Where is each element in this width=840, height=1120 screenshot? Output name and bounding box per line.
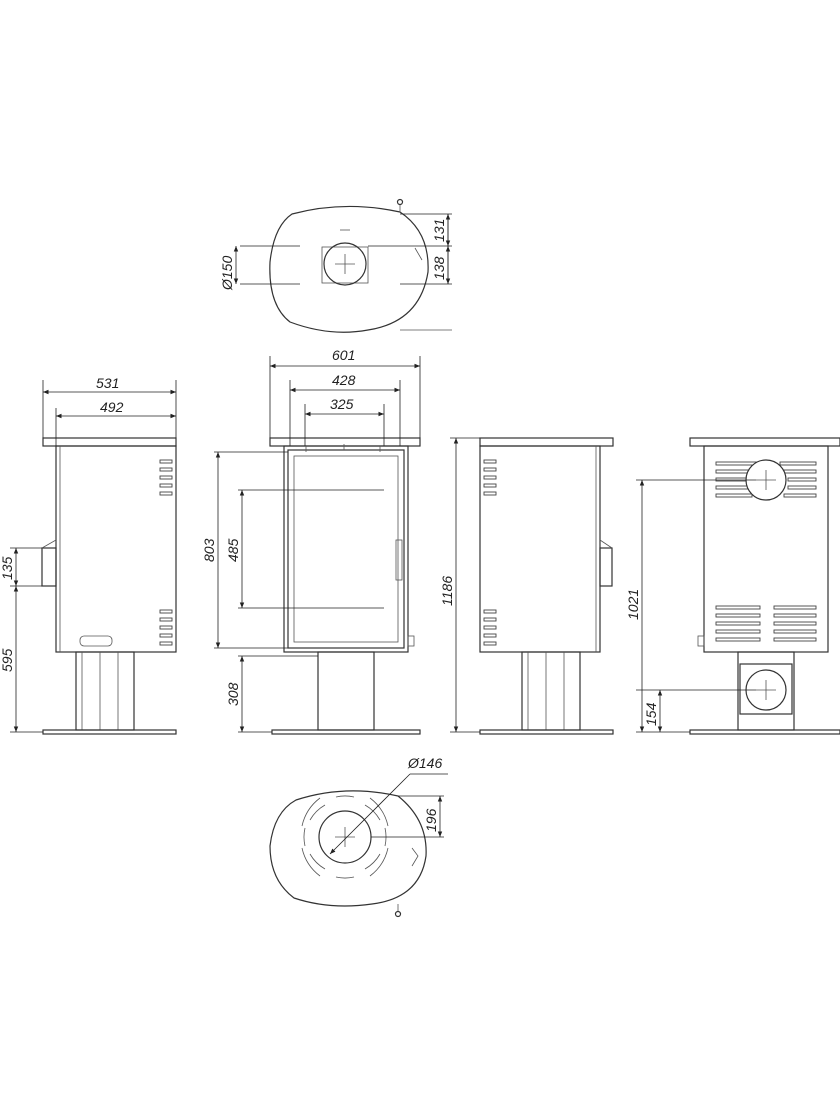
air-inlet-diameter-label: Ø146 bbox=[407, 755, 442, 771]
glass-width-label: 325 bbox=[330, 396, 354, 412]
top-view: Ø150 131 138 bbox=[219, 198, 452, 333]
handle-height-label: 135 bbox=[0, 556, 15, 580]
body-width-label: 492 bbox=[100, 399, 124, 415]
handle-elevation-label: 595 bbox=[0, 648, 15, 672]
pedestal-height-label: 308 bbox=[225, 682, 241, 706]
inlet-offset-label: 196 bbox=[423, 808, 439, 832]
outer-width-label: 531 bbox=[96, 375, 119, 391]
depth-rear-label: 131 bbox=[431, 219, 447, 242]
front-view: 601 428 325 803 485 308 bbox=[201, 347, 421, 735]
side-left-vents bbox=[159, 459, 173, 646]
glass-height-label: 485 bbox=[225, 538, 241, 562]
side-view-left: 531 492 135 595 bbox=[0, 375, 177, 735]
flue-height-label: 1021 bbox=[625, 589, 641, 620]
rear-vents-bottom bbox=[715, 605, 817, 642]
door-height-label: 803 bbox=[201, 538, 217, 562]
door-width-label: 428 bbox=[332, 372, 356, 388]
side-view-right: 1186 bbox=[439, 437, 614, 735]
depth-center-label: 138 bbox=[431, 256, 447, 280]
bottom-view: Ø146 196 bbox=[269, 755, 448, 918]
total-height-label: 1186 bbox=[439, 576, 455, 606]
bottom-vent-arcs bbox=[301, 795, 389, 879]
side-right-vents bbox=[483, 459, 497, 646]
rear-view: 1021 154 bbox=[625, 437, 840, 735]
rear-vents-top bbox=[715, 461, 817, 498]
air-inlet-height-label: 154 bbox=[643, 702, 659, 726]
top-width-label: 601 bbox=[332, 347, 355, 363]
flue-diameter-label: Ø150 bbox=[219, 256, 235, 291]
